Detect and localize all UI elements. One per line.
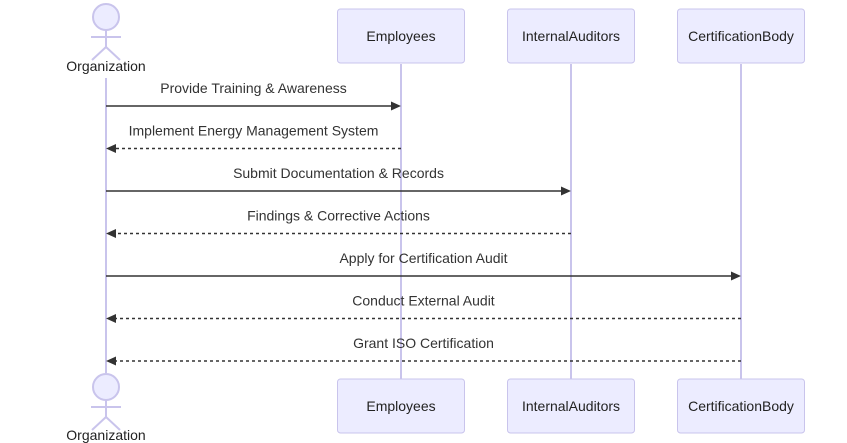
participant-box [677, 378, 805, 434]
actor-label: Organization [66, 58, 145, 74]
arrowhead-icon [391, 101, 401, 111]
actor-bottom: Organization [66, 373, 146, 443]
message-label: Apply for Certification Audit [339, 250, 507, 266]
participant-cert-top: CertificationBody [677, 8, 805, 64]
arrowhead-icon [106, 144, 116, 153]
arrowhead-icon [106, 356, 116, 366]
message-7: Grant ISO Certification [106, 335, 741, 366]
participant-box [677, 8, 805, 64]
arrowhead-icon [561, 186, 571, 196]
message-2: Implement Energy Management System [106, 123, 401, 153]
participant-label: Employees [366, 398, 435, 414]
stick-figure-icon [91, 3, 121, 61]
message-label: Grant ISO Certification [353, 335, 494, 351]
message-label: Submit Documentation & Records [233, 165, 444, 181]
message-label: Provide Training & Awareness [160, 80, 347, 96]
message-5: Apply for Certification Audit [106, 250, 741, 281]
participant-label: InternalAuditors [522, 28, 620, 44]
message-label: Implement Energy Management System [129, 123, 379, 139]
message-label: Conduct External Audit [352, 293, 495, 309]
participant-aud-top: InternalAuditors [507, 8, 635, 64]
arrowhead-icon [106, 229, 116, 238]
participants-top: Organization Employees InternalAuditors Cer… [66, 3, 805, 74]
participant-box [337, 8, 465, 64]
participant-box [337, 378, 465, 434]
participant-aud-bottom: InternalAuditors [507, 378, 635, 434]
participant-label: CertificationBody [688, 28, 794, 44]
participant-label: InternalAuditors [522, 398, 620, 414]
stick-figure-icon [91, 373, 121, 431]
participant-box [507, 8, 635, 64]
participant-emp-top: Employees [337, 8, 465, 64]
message-1: Provide Training & Awareness [106, 80, 401, 111]
participant-emp-bottom: Employees [337, 378, 465, 434]
arrowhead-icon [731, 271, 741, 281]
participant-label: CertificationBody [688, 398, 794, 414]
message-4: Findings & Corrective Actions [106, 208, 571, 238]
lifelines [105, 64, 742, 379]
arrowhead-icon [106, 314, 116, 323]
participant-box [507, 378, 635, 434]
actor-label: Organization [66, 427, 145, 443]
message-label: Findings & Corrective Actions [247, 208, 430, 224]
message-3: Submit Documentation & Records [106, 165, 571, 196]
message-6: Conduct External Audit [106, 293, 741, 323]
participant-cert-bottom: CertificationBody [677, 378, 805, 434]
participants-bottom: Organization Employees InternalAuditors Cer… [66, 373, 805, 443]
participant-label: Employees [366, 28, 435, 44]
actor-top: Organization [66, 3, 146, 74]
